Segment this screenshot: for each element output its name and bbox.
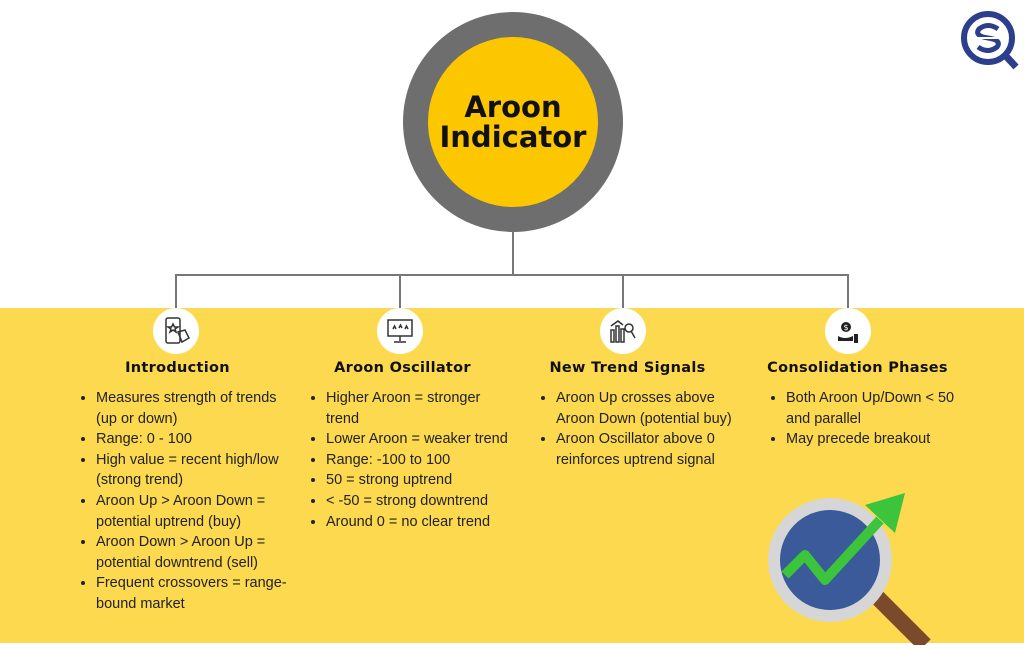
hand-coin-icon: $	[825, 308, 871, 354]
list-item: Range: -100 to 100	[326, 450, 515, 471]
list-item: Frequent crossovers = range-bound market	[96, 573, 295, 614]
list-item: Around 0 = no clear trend	[326, 512, 515, 533]
list-item: Both Aroon Up/Down < 50 and parallel	[786, 388, 965, 429]
connector-branch	[399, 274, 401, 308]
connector-branch	[622, 274, 624, 308]
section-consolidation-phases: Consolidation Phases Both Aroon Up/Down …	[750, 360, 965, 450]
svg-text:$: $	[843, 323, 848, 332]
section-list: Both Aroon Up/Down < 50 and parallel May…	[750, 388, 965, 450]
connector-stem	[512, 231, 514, 276]
list-item: Higher Aroon = stronger trend	[326, 388, 515, 429]
list-item: Aroon Up > Aroon Down = potential uptren…	[96, 491, 295, 532]
brand-logo	[960, 10, 1020, 75]
connector-branch	[175, 274, 177, 308]
title-line-2: Indicator	[439, 120, 587, 154]
page-title: Aroon Indicator	[440, 92, 587, 152]
list-item: Measures strength of trends (up or down)	[96, 388, 295, 429]
section-list: Higher Aroon = stronger trend Lower Aroo…	[290, 388, 515, 532]
title-line-1: Aroon	[464, 90, 562, 124]
list-item: 50 = strong uptrend	[326, 470, 515, 491]
monitor-stars-icon	[377, 308, 423, 354]
list-item: May precede breakout	[786, 429, 965, 450]
connector-horizontal	[176, 274, 849, 276]
section-heading: Consolidation Phases	[767, 360, 948, 376]
bar-chart-magnifier-icon	[600, 308, 646, 354]
mobile-rating-icon	[153, 308, 199, 354]
section-new-trend-signals: New Trend Signals Aroon Up crosses above…	[520, 360, 735, 470]
list-item: Range: 0 - 100	[96, 429, 295, 450]
section-heading: Aroon Oscillator	[334, 360, 471, 376]
section-heading: New Trend Signals	[549, 360, 706, 376]
section-introduction: Introduction Measures strength of trends…	[60, 360, 295, 615]
list-item: < -50 = strong downtrend	[326, 491, 515, 512]
section-heading: Introduction	[125, 360, 230, 376]
list-item: High value = recent high/low (strong tre…	[96, 450, 295, 491]
list-item: Lower Aroon = weaker trend	[326, 429, 515, 450]
connector-branch	[847, 274, 849, 308]
section-list: Measures strength of trends (up or down)…	[60, 388, 295, 615]
list-item: Aroon Oscillator above 0 reinforces uptr…	[556, 429, 735, 470]
title-circle: Aroon Indicator	[428, 37, 598, 207]
magnifier-growth-illustration	[760, 485, 950, 650]
list-item: Aroon Up crosses above Aroon Down (poten…	[556, 388, 735, 429]
list-item: Aroon Down > Aroon Up = potential downtr…	[96, 532, 295, 573]
section-list: Aroon Up crosses above Aroon Down (poten…	[520, 388, 735, 470]
section-aroon-oscillator: Aroon Oscillator Higher Aroon = stronger…	[290, 360, 515, 532]
